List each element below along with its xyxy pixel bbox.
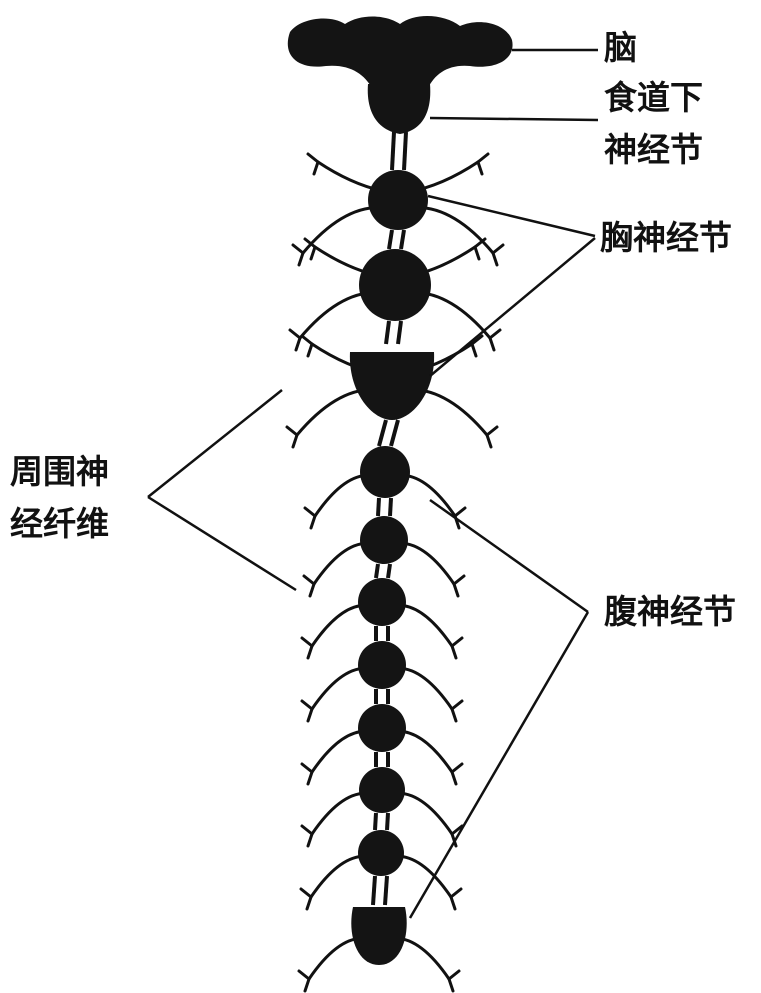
- thoracic-nerve-0-left-b-tip: [299, 253, 303, 265]
- brain-shape: [288, 16, 513, 88]
- abdominal-nerve-8-left-tip: [302, 826, 312, 834]
- abdominal-nerve-4-left-tip: [310, 584, 314, 596]
- abdominal-nerve-7-right-tip: [452, 764, 462, 772]
- connective-right: [390, 498, 391, 516]
- peripheral-nerve-fibers-label-line2: 经纤维: [10, 504, 109, 544]
- subesophageal-ganglion-label-line1: 食道下: [604, 78, 703, 118]
- thoracic-nerve-1-right-b-tip: [490, 330, 500, 338]
- connective-left: [376, 564, 378, 578]
- thoracic-ganglion-2: [359, 249, 431, 321]
- connective-right: [385, 876, 387, 905]
- peripheral-pointer-1: [148, 390, 282, 497]
- subesophageal-ganglion-label-line2: 神经节: [604, 130, 703, 170]
- abdominal-nerve-6-right-tip: [452, 709, 456, 721]
- thoracic-nerve-1-left-b-tip: [290, 330, 300, 338]
- abdominal-nerve-9-left-tip: [307, 897, 311, 909]
- thoracic-nerve-0-right-b-tip: [493, 253, 497, 265]
- thoracic-nerve-2-left-a-tip: [302, 336, 312, 344]
- abdominal-nerve-10-left-tip: [299, 971, 309, 979]
- connective-left: [375, 813, 376, 830]
- subesophageal-ganglion: [368, 84, 431, 134]
- thoracic-nerve-1-right-b-tip: [490, 338, 494, 350]
- abdominal-pointer-1: [430, 500, 588, 612]
- connective-right: [391, 420, 398, 446]
- abdominal-nerve-5-left-tip: [302, 638, 312, 646]
- connective-left: [373, 876, 375, 905]
- thoracic-nerve-0-right-b-tip: [493, 245, 503, 253]
- abdominal-nerve-9-right-tip: [451, 897, 455, 909]
- thoracic-nerve-1-right-a-tip: [475, 247, 479, 259]
- brain-label: 脑: [604, 28, 637, 68]
- abdominal-nerve-10-left-tip: [305, 979, 309, 991]
- thoracic-nerve-0-left-a-tip: [314, 162, 318, 174]
- thoracic-nerve-0-left-b-tip: [293, 245, 303, 253]
- abdominal-nerve-3-right-tip: [455, 508, 465, 516]
- thoracic-ganglion-3: [350, 352, 434, 420]
- abdominal-nerve-4-right-tip: [454, 584, 458, 596]
- abdominal-nerve-9-left-tip: [301, 889, 311, 897]
- abdominal-nerve-3-left-tip: [311, 516, 315, 528]
- connective-right: [404, 132, 406, 170]
- abdominal-nerve-4-right-tip: [454, 576, 464, 584]
- abdominal-nerve-5-left-tip: [308, 646, 312, 658]
- abdominal-ganglion-9: [359, 767, 405, 813]
- connective-right: [398, 321, 401, 344]
- abdominal-nerve-6-left-tip: [308, 709, 312, 721]
- thoracic-nerve-1-left-b-tip: [296, 338, 300, 350]
- thoracic-nerve-0-right-a-tip: [478, 154, 488, 162]
- connective-left: [378, 498, 379, 516]
- thoracic-nerve-2-right-b-tip: [487, 435, 491, 447]
- abdominal-nerve-5-right-tip: [452, 646, 456, 658]
- thoracic-nerve-2-left-b-tip: [293, 435, 297, 447]
- abdominal-ganglia-label: 腹神经节: [604, 592, 736, 632]
- thoracic-nerve-2-left-a-tip: [308, 344, 312, 356]
- abdominal-nerve-5-right-tip: [452, 638, 462, 646]
- abdominal-nerve-9-right-tip: [451, 889, 461, 897]
- abdominal-ganglion-6: [358, 578, 406, 626]
- abdominal-nerve-6-left-tip: [302, 701, 312, 709]
- thoracic-nerve-0-right-a-tip: [478, 162, 482, 174]
- thoracic-nerve-2-right-a-tip: [472, 344, 476, 356]
- abdominal-nerve-10-right-tip: [449, 979, 453, 991]
- abdominal-ganglion-7: [358, 641, 406, 689]
- abdominal-ganglion-8: [358, 704, 406, 752]
- connective-left: [386, 321, 389, 344]
- abdominal-nerve-10-right-tip: [449, 971, 459, 979]
- abdominal-ganglion-5: [360, 516, 408, 564]
- abdominal-nerve-7-right-tip: [452, 772, 456, 784]
- abdominal-nerve-4-left-tip: [304, 576, 314, 584]
- peripheral-nerve-fibers-label-line1: 周围神: [10, 452, 109, 492]
- connective-left: [389, 230, 392, 249]
- connective-right: [401, 230, 404, 249]
- abdominal-ganglion-10: [358, 830, 404, 876]
- connective-left: [379, 420, 386, 446]
- thoracic-nerve-0-left-a-tip: [308, 154, 318, 162]
- thoracic-nerve-1-left-a-tip: [311, 247, 315, 259]
- peripheral-pointer-2: [148, 497, 296, 590]
- abdominal-nerve-3-left-tip: [305, 508, 315, 516]
- abdominal-nerve-7-left-tip: [302, 764, 312, 772]
- thoracic-ganglion-1: [368, 170, 428, 230]
- thoracic-nerve-2-right-b-tip: [487, 427, 497, 435]
- connective-right: [388, 564, 390, 578]
- abdominal-nerve-7-left-tip: [308, 772, 312, 784]
- thoracic-nerve-2-left-b-tip: [287, 427, 297, 435]
- ganglia: [350, 170, 434, 965]
- abdominal-nerve-6-right-tip: [452, 701, 462, 709]
- connective-right: [387, 813, 388, 830]
- abdominal-nerve-8-left-tip: [308, 834, 312, 846]
- abdominal-pointer-2: [410, 612, 588, 918]
- thoracic-ganglia-label: 胸神经节: [600, 218, 732, 258]
- terminal-abdominal-ganglion: [351, 907, 406, 965]
- subesophageal-pointer: [430, 118, 598, 120]
- abdominal-ganglion-4: [360, 446, 410, 498]
- connective-left: [392, 132, 394, 170]
